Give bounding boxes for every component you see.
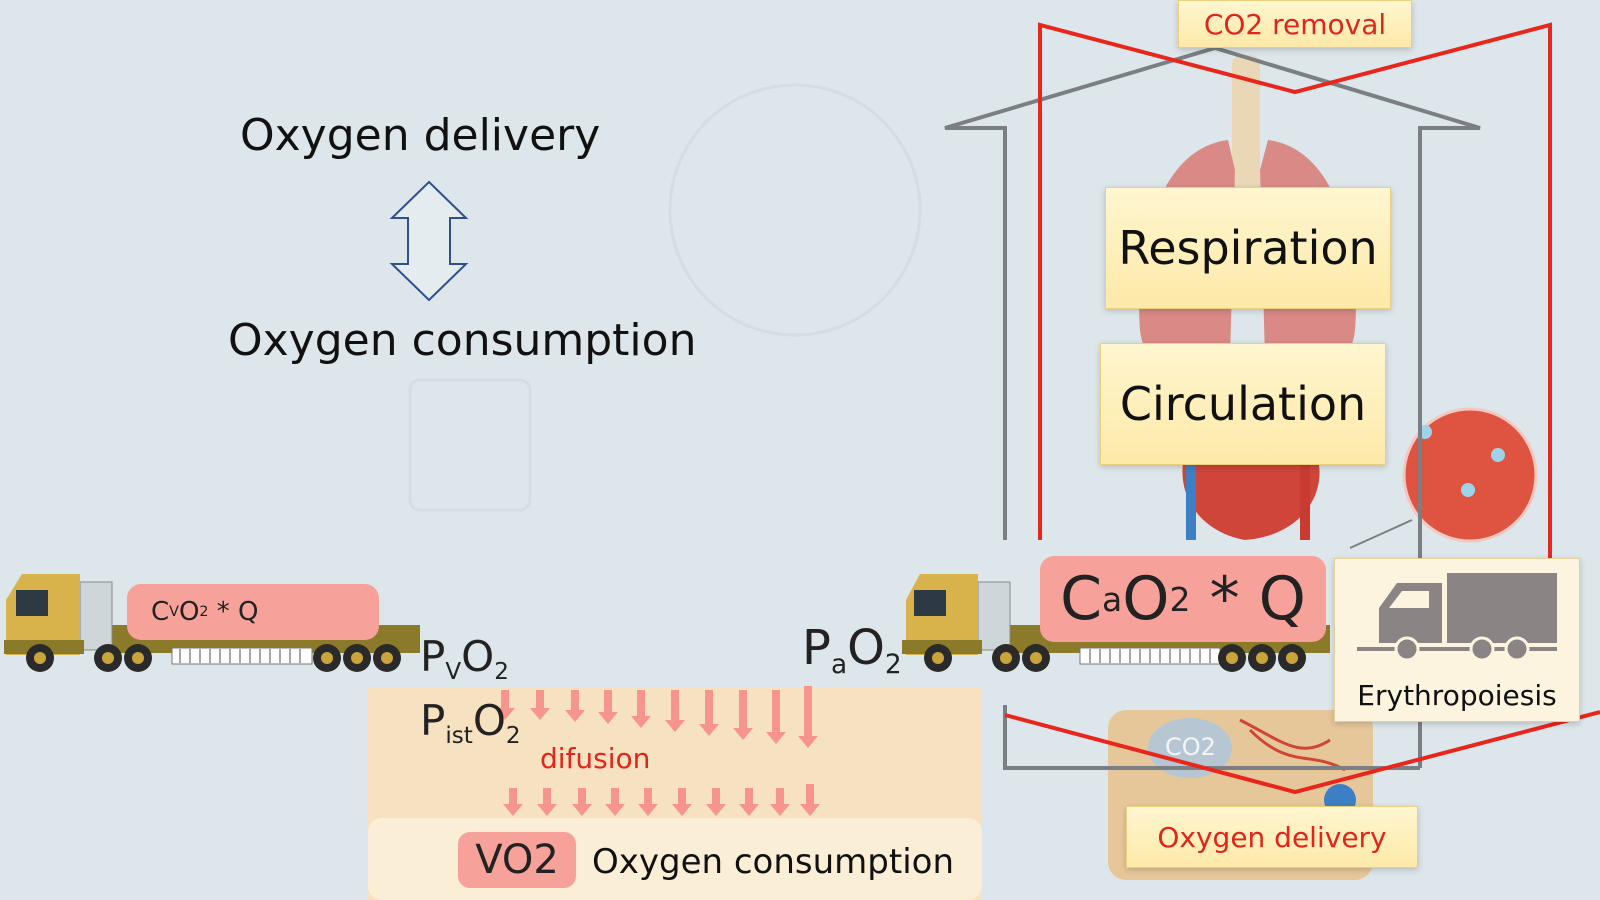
gray-frame	[944, 45, 1481, 770]
oxygen-delivery-label: Oxygen delivery	[1126, 806, 1418, 868]
circulation-label: Circulation	[1100, 343, 1386, 465]
respiration-label: Respiration	[1105, 187, 1391, 309]
oxygen-consumption-title: Oxygen consumption	[228, 315, 697, 366]
pvo2-label: PVO2	[420, 632, 509, 686]
pao2-label: PaO2	[802, 620, 902, 681]
heart-icon	[1182, 440, 1320, 540]
oxygen-delivery-title: Oxygen delivery	[240, 110, 601, 161]
pisto2-label: PistO2	[420, 696, 521, 750]
diffusion-arrows-top	[495, 686, 818, 748]
red-frame	[1004, 22, 1600, 795]
diffusion-arrows-bottom	[503, 784, 820, 816]
red-blood-cell-icon	[1349, 407, 1538, 549]
double-arrow-icon	[389, 180, 469, 302]
vo2-badge: VO2	[458, 832, 576, 888]
co2-cell-label: CO2	[1165, 733, 1216, 761]
oxygen-consumption-label: Oxygen consumption	[592, 842, 954, 882]
erythropoiesis-label: Erythropoiesis	[1357, 679, 1557, 712]
difusion-label: difusion	[540, 742, 651, 775]
truck-pictogram-icon	[1357, 573, 1557, 662]
co2-removal-label: CO2 removal	[1178, 0, 1412, 48]
erythropoiesis-box: Erythropoiesis	[1334, 558, 1580, 722]
truck-icon	[902, 574, 1330, 672]
